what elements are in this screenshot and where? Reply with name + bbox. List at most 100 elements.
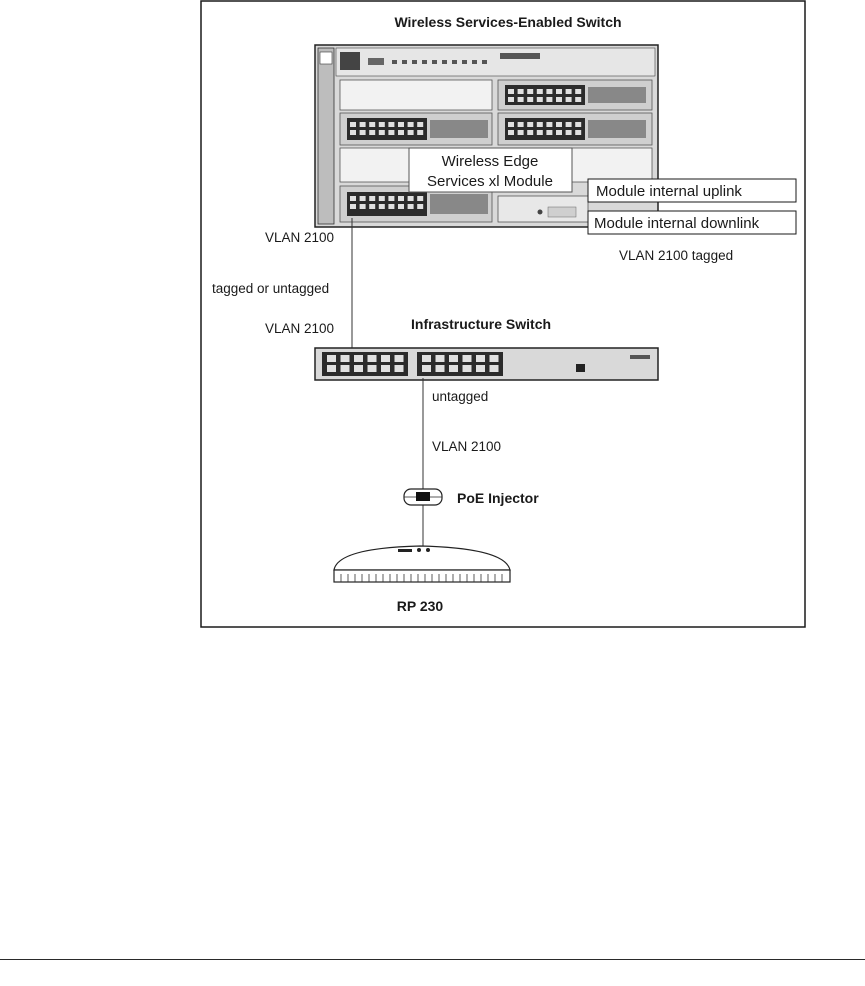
poe-injector-label: PoE Injector (457, 490, 539, 506)
module-label-line2: Services xl Module (427, 173, 553, 190)
port (407, 130, 414, 135)
port (407, 196, 414, 201)
vlan-tagged-note: VLAN 2100 tagged (619, 248, 733, 263)
port (378, 130, 385, 135)
port (378, 196, 385, 201)
port (517, 122, 524, 127)
module-label-line1: Wireless Edge (442, 153, 539, 170)
internal-uplink-label: Module internal uplink (596, 183, 742, 200)
port (575, 130, 582, 135)
port (575, 122, 582, 127)
port (388, 196, 395, 201)
port (546, 97, 553, 102)
port (417, 196, 424, 201)
port (489, 365, 499, 372)
port (350, 196, 356, 201)
internal-downlink-label: Module internal downlink (594, 215, 760, 232)
status-led (452, 60, 457, 64)
port (556, 122, 562, 127)
port (350, 130, 356, 135)
port (462, 355, 472, 362)
port (417, 130, 424, 135)
port (350, 122, 356, 127)
port (536, 89, 543, 94)
poe-injector-icon (403, 488, 443, 506)
port (517, 89, 524, 94)
port (398, 204, 404, 209)
port (369, 122, 376, 127)
port (556, 89, 562, 94)
port (388, 122, 395, 127)
port (546, 122, 553, 127)
status-led (432, 60, 437, 64)
port (449, 355, 458, 362)
tagging-note: tagged or untagged (212, 281, 329, 296)
port (407, 122, 414, 127)
port (398, 122, 404, 127)
port (527, 122, 534, 127)
port (350, 204, 356, 209)
port (359, 122, 366, 127)
port (369, 204, 376, 209)
port (546, 89, 553, 94)
port (527, 89, 534, 94)
port (435, 365, 445, 372)
port (527, 130, 534, 135)
port (398, 130, 404, 135)
vlan-label-top: VLAN 2100 (265, 230, 334, 245)
access-point-label: RP 230 (397, 598, 444, 614)
port (565, 130, 572, 135)
status-led (392, 60, 397, 64)
untagged-note: untagged (432, 389, 488, 404)
module-status-led-icon (537, 209, 543, 215)
port (327, 365, 336, 372)
port (565, 89, 572, 94)
port (417, 204, 424, 209)
port (556, 97, 562, 102)
port (381, 355, 390, 362)
port (536, 130, 543, 135)
port (407, 204, 414, 209)
internal-downlink-box (587, 210, 797, 235)
port (476, 355, 485, 362)
port (565, 97, 572, 102)
port (369, 196, 376, 201)
status-led (462, 60, 467, 64)
module-callout-box (408, 147, 573, 193)
port (508, 130, 514, 135)
port (359, 204, 366, 209)
port (422, 355, 431, 362)
port (462, 365, 472, 372)
port (517, 97, 524, 102)
port (527, 97, 534, 102)
hp-logo-icon (319, 51, 333, 65)
port (388, 204, 395, 209)
port (476, 365, 485, 372)
status-led (472, 60, 477, 64)
port (378, 204, 385, 209)
status-led (402, 60, 407, 64)
port (508, 89, 514, 94)
port (575, 89, 582, 94)
port (388, 130, 395, 135)
status-led (422, 60, 427, 64)
port (367, 365, 377, 372)
port (381, 365, 390, 372)
port (449, 365, 458, 372)
port-block (347, 85, 646, 216)
port (489, 355, 499, 362)
port (369, 130, 376, 135)
port (394, 355, 404, 362)
port (367, 355, 377, 362)
page-bottom-rule (0, 959, 865, 960)
port (417, 122, 424, 127)
status-led (482, 60, 487, 64)
port (546, 130, 553, 135)
port (556, 130, 562, 135)
port (508, 122, 514, 127)
switch-title: Wireless Services-Enabled Switch (394, 14, 621, 30)
vlan-label-middle: VLAN 2100 (265, 321, 334, 336)
port (422, 365, 431, 372)
port (340, 365, 350, 372)
